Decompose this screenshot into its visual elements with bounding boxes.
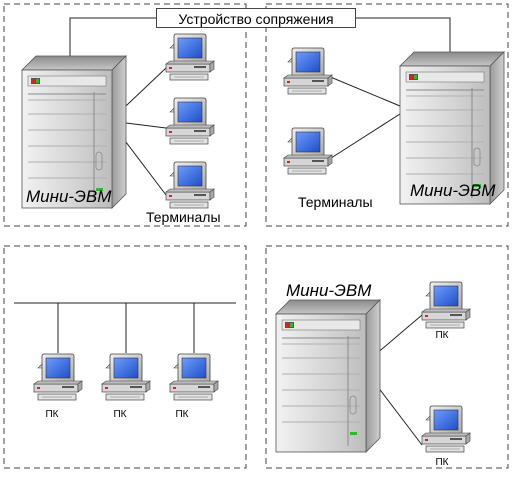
frame-top-right [265, 3, 509, 227]
minicomputer-bottom-right [275, 299, 381, 453]
pc-label-br-1: ПК [435, 330, 449, 341]
pc-label-br-2: ПК [435, 457, 449, 468]
pc-label-bl-2: ПК [113, 409, 127, 420]
link-interface-right [356, 17, 451, 56]
link-tr-1 [327, 75, 401, 107]
minicomputer-label-top-right: Мини-ЭВМ [410, 181, 496, 200]
link-interface-left [69, 17, 156, 66]
pc-bl-2 [101, 353, 151, 401]
terminal-tl-1 [165, 33, 215, 81]
frame-bottom-right [265, 245, 509, 469]
minicomputer-label-bottom-right: Мини-ЭВМ [286, 281, 372, 300]
terminal-tl-2 [165, 97, 215, 145]
terminal-tr-2 [283, 127, 333, 175]
pc-label-bl-1: ПК [45, 409, 59, 420]
terminal-tr-1 [283, 47, 333, 95]
terminals-label-top-left: Терминалы [146, 209, 221, 225]
interface-device-label: Устройство сопряжения [156, 8, 356, 28]
frame-top-left [3, 3, 247, 227]
terminals-label-top-right: Терминалы [298, 194, 373, 210]
pc-label-bl-3: ПК [175, 409, 189, 420]
pc-bl-1 [33, 353, 83, 401]
pc-br-1 [421, 281, 471, 329]
terminal-tl-3 [165, 161, 215, 209]
link-tr-2 [327, 113, 401, 161]
minicomputer-top-left [21, 55, 127, 209]
pc-bl-3 [169, 353, 219, 401]
frame-bottom-left [3, 245, 247, 469]
pc-br-2 [421, 405, 471, 453]
minicomputer-label-top-left: Мини-ЭВМ [26, 187, 112, 206]
